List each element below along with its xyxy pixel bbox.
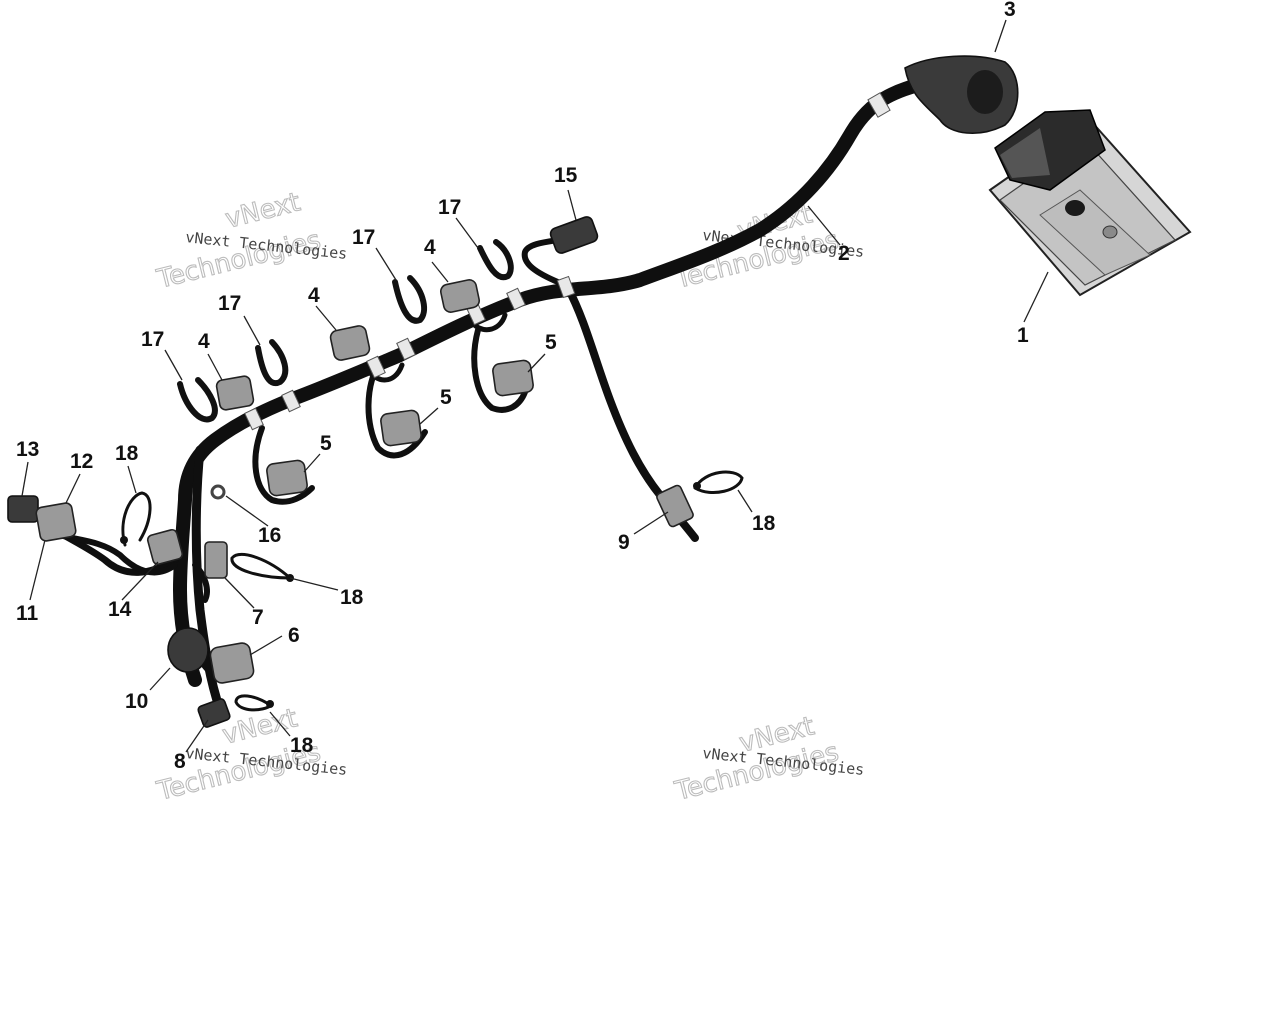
ring-terminal-16 [210, 484, 226, 500]
watermark-top-left: vNext Technologies vNext Technologies [153, 187, 348, 296]
ecm-connector [904, 55, 1019, 135]
callout-17: 17 [141, 328, 164, 351]
main-harness [36, 75, 937, 715]
callout-17: 17 [352, 226, 375, 249]
ecm-module [988, 109, 1192, 297]
connector-7 [204, 541, 228, 579]
watermark-brand: vNext [222, 187, 303, 234]
watermark-bottom-right: vNext Technologies vNext Technologies [671, 711, 865, 808]
callout-17: 17 [218, 292, 241, 315]
callout-18: 18 [115, 442, 139, 465]
callout-3: 3 [1004, 0, 1016, 21]
callout-16: 16 [258, 524, 281, 547]
injector-connector [215, 279, 481, 411]
callout-6: 6 [288, 624, 300, 647]
callout-8: 8 [174, 750, 186, 773]
callout-9: 9 [618, 531, 630, 554]
cable-tie-17 [177, 239, 514, 423]
callout-5: 5 [440, 386, 452, 409]
callout-7: 7 [252, 606, 264, 629]
connector-13 [7, 495, 39, 523]
callout-13: 13 [16, 438, 39, 461]
callout-11: 11 [16, 602, 39, 625]
coil-connector [266, 359, 534, 497]
callout-1: 1 [1017, 324, 1029, 347]
connector-6 [209, 642, 255, 684]
connector-15 [549, 216, 599, 254]
connector-14 [146, 528, 184, 566]
connector-8 [197, 698, 231, 728]
sensor-9 [656, 484, 694, 528]
callout-18: 18 [752, 512, 776, 535]
callout-17: 17 [438, 196, 461, 219]
callout-14: 14 [108, 598, 132, 621]
callout-4: 4 [198, 330, 210, 353]
callout-10: 10 [125, 690, 148, 713]
callout-5: 5 [545, 331, 557, 354]
cable-tie-18 [120, 470, 744, 712]
callouts: 1 2 3 4 4 4 5 5 5 6 7 8 9 10 11 12 13 14… [16, 0, 1029, 773]
callout-2: 2 [838, 242, 850, 265]
callout-18: 18 [290, 734, 314, 757]
callout-15: 15 [554, 164, 578, 187]
left-side-parts [7, 484, 255, 728]
callout-4: 4 [308, 284, 320, 307]
callout-5: 5 [320, 432, 332, 455]
connector-10 [167, 627, 209, 673]
watermark-top-right: vNext Technologies vNext Technologies [671, 199, 865, 296]
callout-4: 4 [424, 236, 436, 259]
callout-18: 18 [340, 586, 364, 609]
leader-lines [21, 19, 1049, 753]
connector-12 [35, 502, 77, 542]
callout-12: 12 [70, 450, 93, 473]
